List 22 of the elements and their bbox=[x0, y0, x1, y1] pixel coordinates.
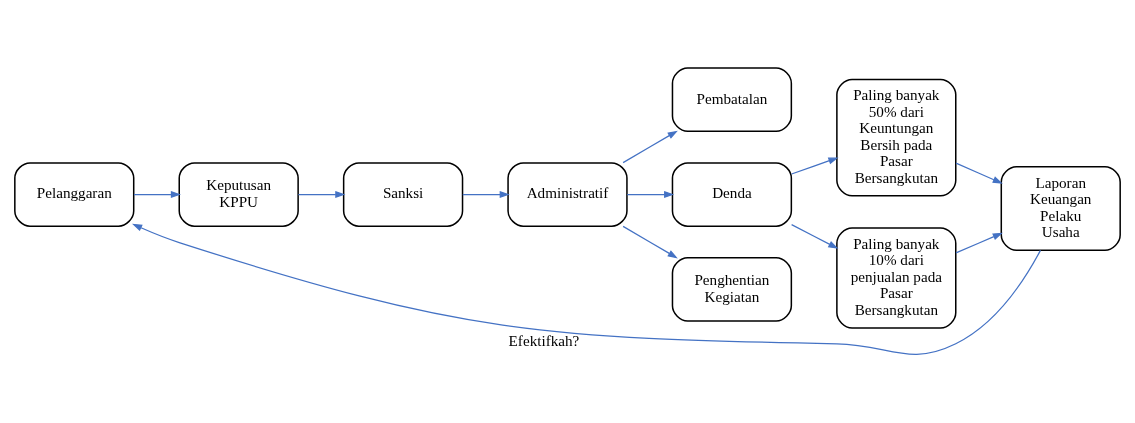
edge-label: Efektifkah? bbox=[508, 331, 580, 349]
node-box: Paling banyak 50% dari Keuntungan Bersih pada Pasar Bersangkutan bbox=[836, 78, 957, 197]
arrow bbox=[955, 232, 1003, 254]
node-box: Pembatalan bbox=[671, 67, 793, 133]
node-box: Laporan Keuangan Pelaku Usaha bbox=[1000, 165, 1121, 251]
node-box: Administratif bbox=[507, 162, 628, 227]
node-box: Penghentian Kegiatan bbox=[671, 257, 793, 322]
node-box: Sanksi bbox=[342, 162, 464, 227]
arrow bbox=[622, 225, 678, 259]
arrow bbox=[791, 224, 839, 249]
arrow bbox=[297, 191, 346, 199]
arrow bbox=[626, 191, 675, 199]
arrow bbox=[462, 191, 510, 199]
node-box: Keputusan KPPU bbox=[178, 162, 299, 227]
node-box: Pelanggaran bbox=[14, 162, 135, 227]
arrow bbox=[132, 223, 1042, 355]
arrow bbox=[622, 130, 678, 164]
arrow bbox=[791, 157, 839, 175]
node-box: Denda bbox=[671, 162, 793, 227]
arrow bbox=[955, 162, 1003, 184]
node-box: Paling banyak 10% dari penjualan pada Pasar Bersangkutan bbox=[836, 227, 957, 329]
arrow bbox=[133, 191, 181, 199]
